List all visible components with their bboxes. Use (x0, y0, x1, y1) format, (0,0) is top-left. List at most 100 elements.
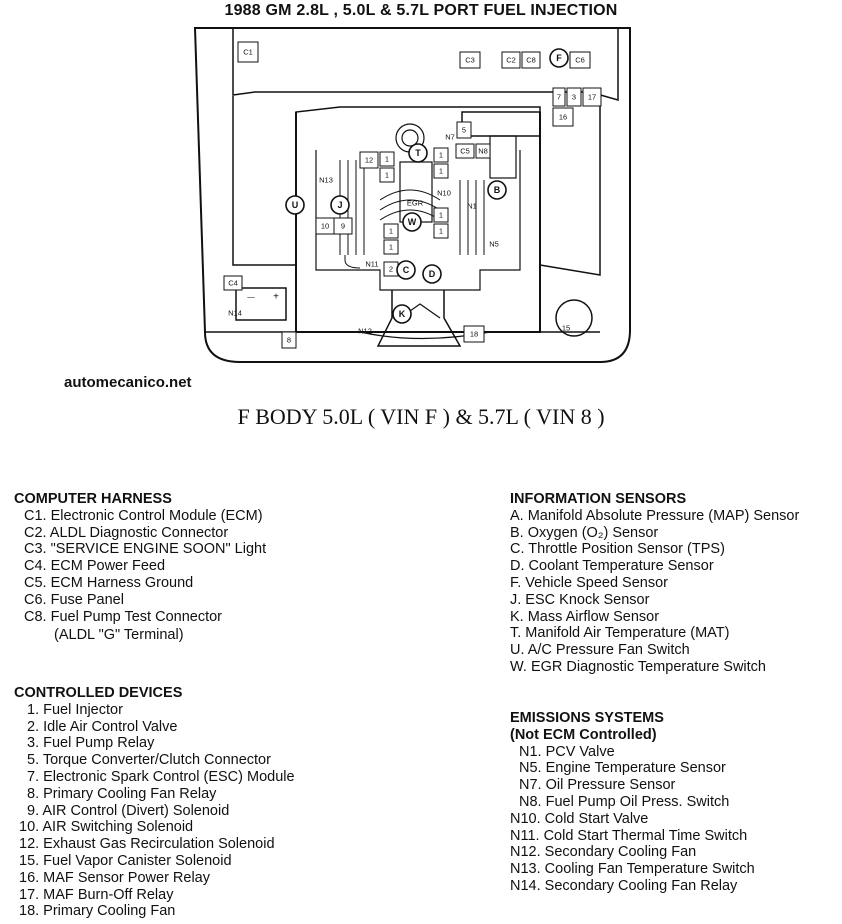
list-item: 18. Primary Cooling Fan (19, 903, 176, 920)
list-item: K. Mass Airflow Sensor (510, 608, 660, 625)
section-subheading: (Not ECM Controlled) (510, 726, 657, 743)
callout-1f: 1 (389, 243, 393, 252)
list-item: C1. Electronic Control Module (ECM) (24, 507, 263, 524)
list-item: N5. Engine Temperature Sensor (519, 760, 726, 777)
legend-controlled-devices: CONTROLLED DEVICES 1. Fuel Injector 2. I… (14, 685, 295, 920)
list-item: C5. ECM Harness Ground (24, 574, 194, 591)
callout-1e: 1 (389, 227, 393, 236)
list-item: U. A/C Pressure Fan Switch (510, 642, 690, 659)
callout-n1: N1 (467, 202, 477, 211)
callout-12: 12 (365, 156, 373, 165)
list-item: 3. Fuel Pump Relay (27, 735, 155, 752)
battery-plus: + (273, 292, 279, 303)
battery (235, 287, 287, 321)
engine-bay-outline (193, 27, 631, 363)
list-item: 9. AIR Control (Divert) Solenoid (27, 802, 230, 819)
callout-n11: N11 (365, 260, 378, 269)
callout-d: D (429, 269, 436, 279)
callout-w: W (408, 217, 417, 227)
list-item: J. ESC Knock Sensor (510, 591, 650, 608)
callout-3: 3 (572, 93, 576, 102)
callout-u: U (292, 200, 299, 210)
list-item: C2. ALDL Diagnostic Connector (24, 524, 229, 541)
list-item: N10. Cold Start Valve (510, 810, 649, 827)
list-item: 2. Idle Air Control Valve (27, 718, 178, 735)
callout-c2: C2 (506, 56, 516, 65)
list-item: C4. ECM Power Feed (24, 558, 166, 575)
callout-9: 9 (341, 222, 345, 231)
section-heading: COMPUTER HARNESS (14, 491, 172, 507)
list-item: 15. Fuel Vapor Canister Solenoid (19, 852, 232, 869)
callout-n7: N7 (445, 133, 455, 142)
callout-1b: 1 (385, 171, 389, 180)
list-item: D. Coolant Temperature Sensor (510, 558, 714, 575)
callout-1h: 1 (439, 227, 443, 236)
callout-n10: N10 (437, 189, 451, 198)
callout-c4: C4 (228, 279, 238, 288)
callout-7: 7 (557, 93, 561, 102)
callout-c1: C1 (243, 48, 253, 57)
callout-16: 16 (559, 113, 567, 122)
engine-compartment-diagram: C1 C3 C2 C8 F C6 7 3 17 16 5 N7 C5 N8 T … (193, 27, 631, 363)
diagram-subtitle: F BODY 5.0L ( VIN F ) & 5.7L ( VIN 8 ) (237, 404, 605, 429)
callout-2: 2 (389, 265, 393, 274)
callout-n8: N8 (478, 147, 488, 156)
list-item: C6. Fuse Panel (24, 591, 124, 608)
list-item-continuation: (ALDL "G" Terminal) (54, 627, 184, 644)
list-item: N8. Fuel Pump Oil Press. Switch (519, 793, 730, 810)
callout-c6: C6 (575, 56, 585, 65)
list-item: 16. MAF Sensor Power Relay (19, 869, 210, 886)
callout-n14: N14 (228, 309, 242, 318)
list-item: B. Oxygen (O₂) Sensor (510, 524, 659, 541)
site-watermark: automecanico.net (64, 374, 192, 391)
battery-minus: — (247, 293, 255, 302)
list-item: 17. MAF Burn-Off Relay (19, 886, 174, 903)
list-item: N12. Secondary Cooling Fan (510, 844, 697, 861)
legend-information-sensors: INFORMATION SENSORS A. Manifold Absolute… (510, 491, 799, 676)
list-item: 10. AIR Switching Solenoid (19, 819, 194, 836)
callout-c: C (403, 265, 410, 275)
callout-15: 15 (562, 324, 570, 333)
callout-1g: 1 (439, 211, 443, 220)
list-item: 12. Exhaust Gas Recirculation Solenoid (19, 836, 275, 853)
callout-5: 5 (462, 126, 466, 135)
callout-egr: EGR (407, 199, 424, 208)
section-heading: EMISSIONS SYSTEMS (510, 710, 664, 726)
section-heading: CONTROLLED DEVICES (14, 685, 183, 701)
callout-n5: N5 (489, 240, 499, 249)
callout-1a: 1 (385, 155, 389, 164)
legend-emissions-systems: EMISSIONS SYSTEMS (Not ECM Controlled) N… (510, 710, 755, 895)
list-item: C8. Fuel Pump Test Connector (24, 608, 222, 625)
callout-c3: C3 (465, 56, 475, 65)
list-item: 5. Torque Converter/Clutch Connector (27, 752, 271, 769)
callout-1d: 1 (439, 167, 443, 176)
list-item: 1. Fuel Injector (27, 701, 123, 718)
callout-t: T (415, 148, 421, 158)
list-item: N14. Secondary Cooling Fan Relay (510, 877, 738, 894)
callout-c8: C8 (526, 56, 536, 65)
list-item: F. Vehicle Speed Sensor (510, 574, 668, 591)
section-heading: INFORMATION SENSORS (510, 491, 687, 507)
list-item: W. EGR Diagnostic Temperature Switch (510, 658, 766, 675)
callout-17: 17 (588, 93, 596, 102)
list-item: 8. Primary Cooling Fan Relay (27, 785, 217, 802)
callout-j: J (337, 200, 342, 210)
callout-c5: C5 (460, 147, 470, 156)
list-item: N11. Cold Start Thermal Time Switch (510, 827, 748, 844)
list-item: 7. Electronic Spark Control (ESC) Module (27, 768, 295, 785)
callout-1c: 1 (439, 151, 443, 160)
legend-computer-harness: COMPUTER HARNESS C1. Electronic Control … (14, 491, 266, 644)
diagram-title: 1988 GM 2.8L , 5.0L & 5.7L PORT FUEL INJ… (224, 2, 618, 19)
list-item: C. Throttle Position Sensor (TPS) (510, 541, 725, 558)
callout-n13: N13 (319, 176, 333, 185)
callout-f: F (556, 53, 562, 63)
callout-n12: N12 (358, 327, 372, 336)
list-item: N13. Cooling Fan Temperature Switch (510, 861, 755, 878)
callout-b: B (494, 185, 501, 195)
callout-k: K (399, 309, 406, 319)
list-item: N1. PCV Valve (519, 743, 615, 760)
list-item: N7. Oil Pressure Sensor (519, 777, 676, 794)
callout-10: 10 (321, 222, 329, 231)
callout-18: 18 (470, 330, 478, 339)
list-item: C3. "SERVICE ENGINE SOON" Light (24, 541, 267, 558)
